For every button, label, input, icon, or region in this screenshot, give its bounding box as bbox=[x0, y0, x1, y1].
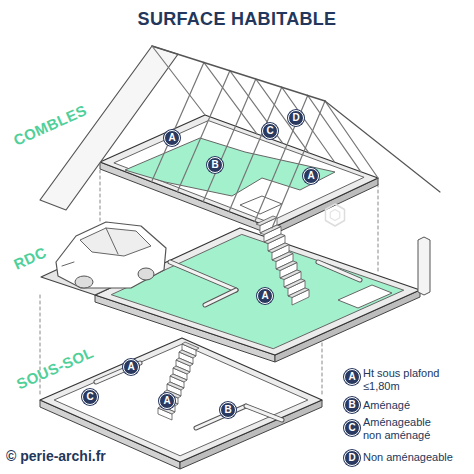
partition-wall bbox=[318, 262, 360, 280]
legend-letter: D bbox=[348, 453, 355, 463]
stair-tread bbox=[179, 350, 196, 358]
copyright: © perie-archi.fr bbox=[6, 448, 106, 464]
car bbox=[56, 222, 166, 288]
roof bbox=[40, 46, 440, 228]
stair-opening bbox=[240, 196, 282, 214]
level-name: SOUS-SOL bbox=[14, 343, 96, 392]
roof-truss bbox=[255, 96, 361, 222]
partition-wall bbox=[318, 262, 360, 280]
callout-letter: B bbox=[224, 405, 231, 415]
roof-truss bbox=[203, 79, 309, 202]
stair-tread bbox=[288, 288, 309, 298]
legend-symbol: B bbox=[344, 397, 360, 413]
title: SURFACE HABITABLE bbox=[0, 9, 474, 30]
roof-truss bbox=[177, 71, 282, 192]
car-wheel bbox=[75, 276, 93, 288]
area-callout: A bbox=[164, 130, 180, 146]
roof-truss bbox=[152, 63, 257, 182]
pillar bbox=[418, 237, 430, 295]
partition-wall bbox=[205, 290, 236, 305]
legend-letter: C bbox=[348, 423, 355, 433]
stair-tread bbox=[276, 261, 297, 271]
partition-wall bbox=[170, 262, 236, 290]
stair-tread bbox=[264, 234, 285, 244]
dashed-guide bbox=[378, 184, 379, 272]
legend-text: Aménageable non aménagé bbox=[363, 416, 441, 442]
partition-wall bbox=[246, 406, 282, 420]
ground-room bbox=[338, 285, 392, 308]
callout-letter: A bbox=[168, 133, 175, 143]
legend-text: Aménagé bbox=[363, 399, 458, 412]
dashed-guide bbox=[100, 170, 101, 222]
legend-text: Ht sous plafond ≤1,80m bbox=[363, 367, 458, 393]
callout-letter: A bbox=[163, 396, 170, 406]
area-callout: D bbox=[288, 110, 304, 126]
attic-level bbox=[100, 115, 378, 305]
stair-tread bbox=[170, 374, 187, 382]
callout-letter: C bbox=[86, 392, 93, 402]
basement-slab-floor bbox=[54, 344, 308, 456]
roof-truss bbox=[272, 101, 378, 228]
legend-letter: B bbox=[348, 400, 355, 410]
legend-symbol: C bbox=[344, 420, 360, 436]
partition-wall bbox=[205, 290, 236, 305]
partition-wall bbox=[170, 262, 236, 290]
car-body bbox=[56, 222, 166, 288]
partition-wall bbox=[246, 406, 282, 420]
stair-tread bbox=[260, 225, 281, 235]
area-callout: B bbox=[220, 402, 236, 418]
car-light bbox=[62, 262, 74, 266]
callout-letter: D bbox=[292, 113, 299, 123]
stair-tread bbox=[280, 270, 301, 280]
stair-tread bbox=[182, 342, 199, 350]
dashed-guide bbox=[322, 340, 323, 394]
legend-text: Non aménageable bbox=[363, 451, 468, 464]
roof-truss bbox=[152, 46, 205, 115]
stair-tread bbox=[167, 382, 184, 390]
area-callout: B bbox=[207, 157, 223, 173]
callout-letter: C bbox=[266, 126, 273, 136]
area-callout: A bbox=[303, 168, 319, 184]
area-callout: C bbox=[82, 389, 98, 405]
callout-letter: B bbox=[211, 160, 218, 170]
legend-symbol: D bbox=[344, 450, 360, 466]
area-callout: A bbox=[159, 393, 175, 409]
roof-eave bbox=[325, 101, 440, 192]
attic-slab-floor bbox=[114, 121, 364, 223]
area-callout: A bbox=[123, 359, 139, 375]
stair-tread bbox=[173, 366, 190, 374]
legend-symbol: A bbox=[344, 369, 360, 385]
level-name: COMBLES bbox=[11, 101, 90, 148]
car-wheel bbox=[138, 268, 154, 280]
ground-level bbox=[41, 222, 430, 362]
callout-letter: A bbox=[261, 291, 268, 301]
area-callout: C bbox=[262, 123, 278, 139]
attic-green-area bbox=[125, 138, 335, 196]
stair-tread bbox=[176, 358, 193, 366]
attic-slab-top bbox=[100, 115, 378, 228]
watermark-logo bbox=[325, 204, 344, 226]
callout-letter: A bbox=[307, 171, 314, 181]
stair-tread bbox=[272, 252, 293, 262]
car-window bbox=[80, 228, 151, 256]
callout-letter: A bbox=[127, 362, 134, 372]
stair-tread bbox=[268, 243, 289, 253]
roof-truss bbox=[229, 87, 335, 211]
legend-letter: A bbox=[348, 372, 355, 382]
watermark-logo bbox=[330, 210, 340, 221]
level-name: RDC bbox=[11, 243, 49, 272]
roof-ridge bbox=[152, 46, 325, 101]
area-callout: A bbox=[257, 288, 273, 304]
stair-tread bbox=[284, 279, 305, 289]
car-pillar bbox=[106, 228, 118, 254]
